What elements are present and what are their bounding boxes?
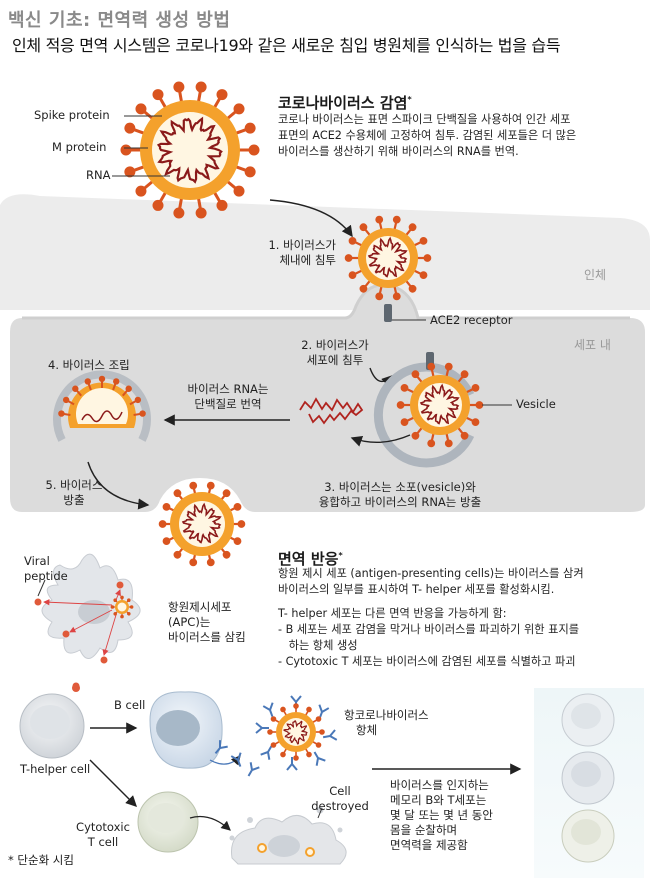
page-subtitle: 인체 적응 면역 시스템은 코로나19와 같은 새로운 침입 병원체를 인식하는… [12,36,561,55]
infection-description: 코로나 바이러스는 표면 스파이크 단백질을 사용하여 인간 세포 표면의 AC… [278,113,577,158]
cell-region [10,284,645,512]
body-region [0,194,650,310]
destroyed-cell [229,806,347,865]
antigen-presenting-cell [34,553,141,690]
step-4-label: 4. 바이러스 조립 [48,358,130,372]
page-title: 백신 기초: 면역력 생성 방법 [8,10,231,31]
m-protein-label: M protein [52,140,107,154]
t-helper-label: T-helper cell [20,762,91,776]
vesicle-label: Vesicle [516,397,556,411]
virus-neutralized [267,703,325,761]
memory-cells [534,688,644,878]
vesicle [373,352,512,468]
antibodies [214,695,338,777]
rna-label: RNA [86,168,111,182]
virus-entering [344,215,432,301]
virus-released [158,481,246,567]
infection-heading: 코로나바이러스 감염* [278,94,412,112]
cell-region-label: 세포 내 [574,338,611,352]
b-cell [149,691,223,769]
t-helper-cell [19,684,85,759]
spike-protein-label: Spike protein [34,108,110,122]
cytotoxic-t-cell [137,791,199,853]
immune-heading: 면역 반응* [278,550,343,568]
body-region-label: 인체 [584,268,607,282]
b-cell-label: B cell [114,698,146,712]
coronavirus-diagram [120,81,260,219]
viral-rna-strand [299,397,364,425]
virus-assembly [53,370,151,442]
footnote: * 단순화 시킴 [8,853,74,867]
memory-cells-description: 바이러스를 인지하는 메모리 B와 T세포는 몇 달 또는 몇 년 동안 몸을 … [390,778,493,852]
immune-description: 항원 제시 세포 (antigen-presenting cells)는 바이러… [278,567,584,668]
ace2-receptor [384,304,426,322]
ace2-receptor-label: ACE2 receptor [430,313,513,327]
